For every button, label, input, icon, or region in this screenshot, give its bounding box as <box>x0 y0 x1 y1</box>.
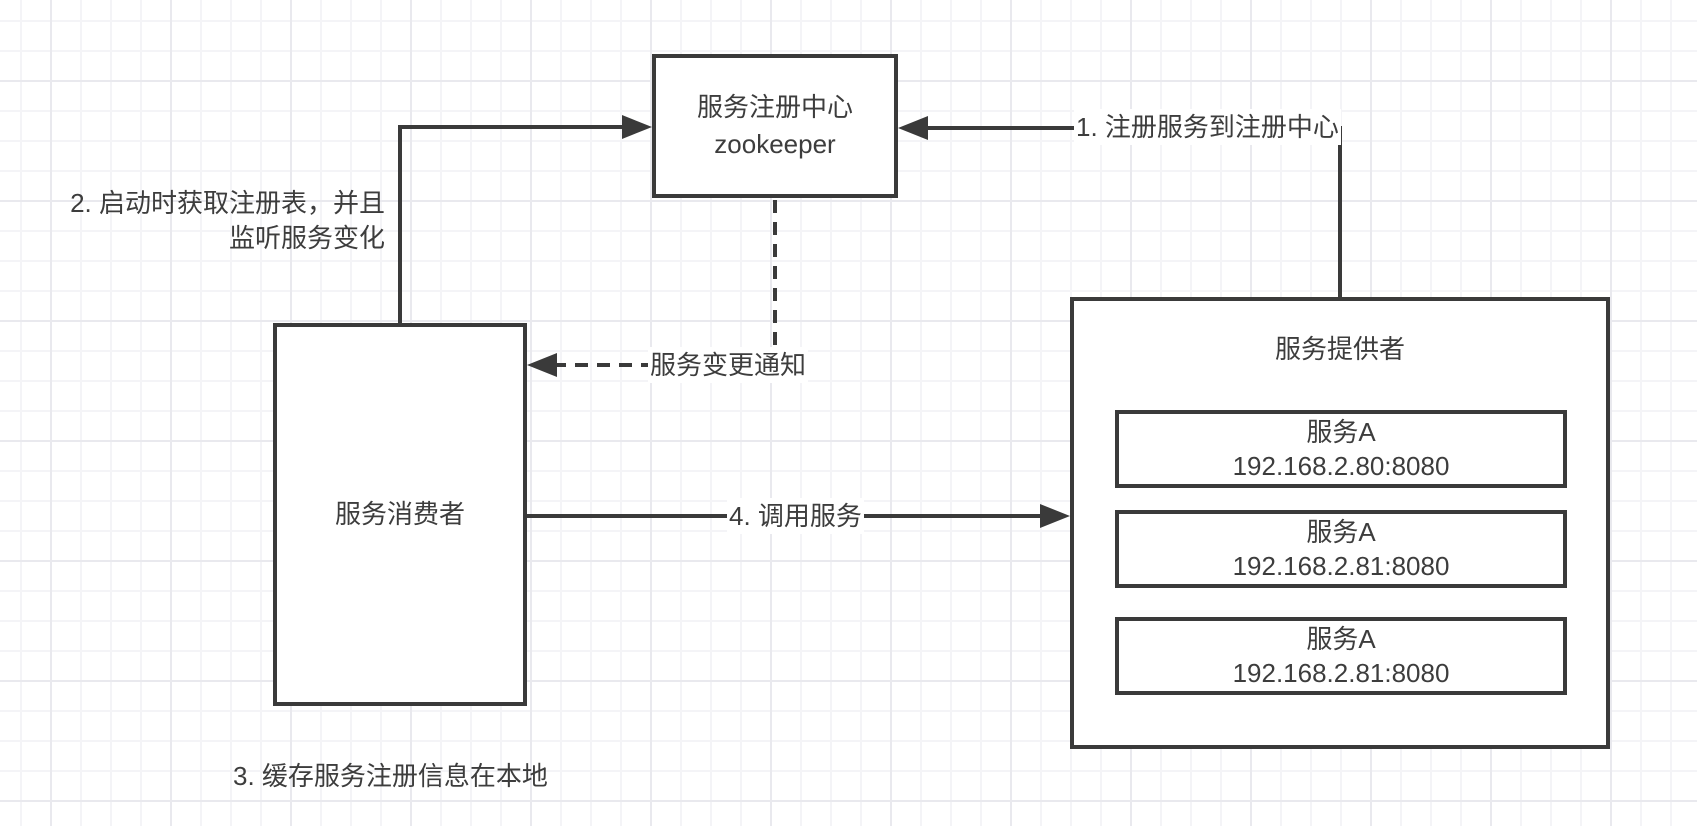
edge-label-register: 1. 注册服务到注册中心 <box>1074 109 1341 145</box>
node-registry: 服务注册中心 zookeeper <box>652 54 898 198</box>
provider-title: 服务提供者 <box>1274 334 1405 364</box>
instance-address: 192.168.2.81:8080 <box>1232 658 1450 688</box>
provider-instance: 服务A 192.168.2.81:8080 <box>1115 617 1567 695</box>
instance-name: 服务A <box>1306 517 1376 547</box>
note-cache-local: 3. 缓存服务注册信息在本地 <box>233 761 548 791</box>
arrow-consumer-to-registry <box>398 115 652 325</box>
edge-label-fetch-line2: 监听服务变化 <box>228 223 385 253</box>
node-provider: 服务提供者 服务A 192.168.2.80:8080 服务A 192.168.… <box>1070 297 1610 749</box>
provider-instance: 服务A 192.168.2.80:8080 <box>1115 410 1567 488</box>
instance-name: 服务A <box>1306 624 1376 654</box>
edge-label-fetch-line1: 2. 启动时获取注册表，并且 <box>70 188 385 218</box>
instance-address: 192.168.2.81:8080 <box>1232 551 1450 581</box>
edge-label-notify: 服务变更通知 <box>648 347 809 383</box>
node-consumer: 服务消费者 <box>273 323 527 706</box>
registry-title: 服务注册中心 <box>696 92 853 122</box>
instance-address: 192.168.2.80:8080 <box>1232 451 1450 481</box>
instance-name: 服务A <box>1306 417 1376 447</box>
provider-instance: 服务A 192.168.2.81:8080 <box>1115 510 1567 588</box>
registry-subtitle: zookeeper <box>714 129 836 159</box>
consumer-title: 服务消费者 <box>334 499 465 529</box>
edge-label-invoke: 4. 调用服务 <box>727 498 864 534</box>
edge-label-fetch: 2. 启动时获取注册表，并且 监听服务变化 <box>70 186 385 256</box>
